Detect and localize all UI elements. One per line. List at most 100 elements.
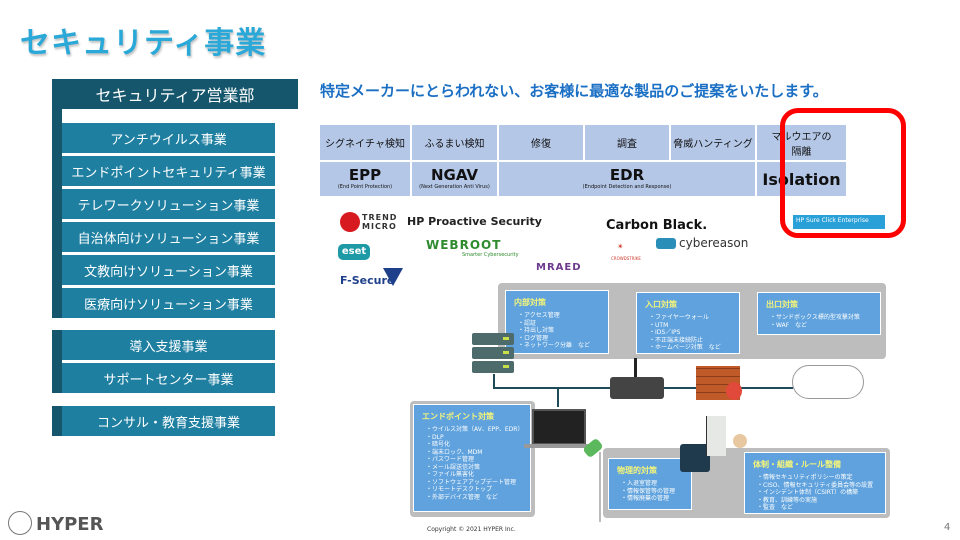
box-item: ホームページ対策 など: [649, 344, 739, 352]
menu-group-bar: [52, 406, 62, 436]
laptop-icon: [532, 409, 586, 445]
menu-item-introduction[interactable]: 導入支援事業: [62, 330, 275, 360]
box-item: DLP: [426, 434, 530, 442]
network-line: [557, 387, 559, 407]
mraed-logo: MRAED: [536, 262, 582, 273]
hp-sure-click-logo: HP Sure Click Enterprise: [793, 215, 885, 229]
menu-item-education[interactable]: 文教向けソリューション事業: [62, 255, 275, 285]
box-item: ウイルス対策（AV、EPP、EDR）: [426, 426, 530, 434]
router-icon: [610, 377, 664, 399]
box-item: ファイヤーウォール: [649, 314, 739, 322]
department-header: セキュリティア営業部: [52, 79, 298, 109]
product-name: NGAV: [430, 166, 479, 184]
box-item: 不正端末接続防止: [649, 337, 739, 345]
governance-box: 体制・組織・ルール整備 情報セキュリティポリシーの策定 CISO、情報セキュリテ…: [744, 452, 886, 514]
box-title: 物理的対策: [617, 466, 657, 475]
box-item: リモートデスクトップ: [426, 486, 530, 494]
menu-group-support: 導入支援事業 サポートセンター事業: [52, 330, 275, 393]
box-title: 入口対策: [645, 300, 677, 309]
webroot-logo: WEBROOT: [426, 238, 502, 252]
entrance-measures-box: 入口対策 ファイヤーウォール UTM IDS／IPS 不正端末接続防止 ホームペ…: [636, 292, 740, 354]
box-item: IDS／IPS: [649, 329, 739, 337]
header-behavior-detection: ふるまい検知: [412, 125, 497, 160]
box-item: 教育、訓練等の実施: [757, 497, 885, 505]
box-item: ソフトウェアアップデート管理: [426, 479, 530, 487]
cloud-icon: [792, 365, 864, 399]
server-icon: [472, 361, 514, 373]
product-edr: EDR (Endpoint Detection and Response): [499, 162, 755, 196]
box-item: 端末ロック、MDM: [426, 449, 530, 457]
box-item: アクセス管理: [518, 312, 608, 320]
trend-micro-icon: [340, 212, 360, 232]
box-item: ネットワーク分離 など: [518, 342, 608, 350]
f-secure-logo: F-Secure: [340, 274, 395, 287]
menu-item-antivirus[interactable]: アンチウイルス事業: [62, 123, 275, 153]
webroot-tagline: Smarter Cybersecurity: [462, 252, 519, 258]
menu-item-municipal[interactable]: 自治体向けソリューション事業: [62, 222, 275, 252]
trend-micro-logo: TREND MICRO: [362, 213, 398, 231]
copyright: Copyright © 2021 HYPER Inc.: [427, 526, 516, 533]
product-sub: (Next Generation Anti Virus): [419, 184, 490, 190]
box-title: 出口対策: [766, 300, 798, 309]
menu-group-solutions: アンチウイルス事業 エンドポイントセキュリティ事業 テレワークソリューション事業…: [52, 109, 275, 318]
box-item: WAF など: [770, 322, 880, 330]
highlight-frame: [780, 108, 906, 238]
menu-item-medical[interactable]: 医療向けソリューション事業: [62, 288, 275, 318]
cybereason-logo: cybereason: [679, 236, 749, 250]
physical-measures-box: 物理的対策 入退室管理 情報保管等の管理 情報廃棄の管理: [608, 458, 692, 510]
menu-group-bar: [52, 330, 62, 393]
box-item: CISO、情報セキュリティ委員会等の設置: [757, 482, 885, 490]
crowdstrike-logo: CROWDSTRIKE: [611, 256, 641, 261]
menu-item-telework[interactable]: テレワークソリューション事業: [62, 189, 275, 219]
crowdstrike-icon: ✴: [617, 242, 624, 251]
exit-measures-box: 出口対策 サンドボックス標的型攻撃対策 WAF など: [757, 292, 881, 335]
box-item: 認証: [518, 320, 608, 328]
header-malware-isolation: マルウエアの隔離: [757, 125, 846, 160]
laptop-base: [524, 444, 596, 448]
hp-proactive-logo: HP Proactive Security: [407, 215, 542, 228]
box-item: 暗号化: [426, 441, 530, 449]
box-item: サンドボックス標的型攻撃対策: [770, 314, 880, 322]
box-item: 情報廃棄の管理: [621, 495, 691, 503]
product-name: EDR: [609, 166, 645, 184]
header-signature-detection: シグネイチャ検知: [320, 125, 410, 160]
box-item: 監査 など: [757, 504, 885, 512]
hyper-logo-icon: [8, 511, 32, 535]
page-number: 4: [944, 522, 951, 533]
safe-icon: [680, 444, 710, 472]
header-investigation: 調査: [585, 125, 669, 160]
box-item: パスワード管理: [426, 456, 530, 464]
box-item: UTM: [649, 322, 739, 330]
menu-group-consulting: コンサル・教育支援事業: [52, 406, 275, 436]
box-item: 情報セキュリティポリシーの策定: [757, 474, 885, 482]
box-item: 外部デバイス管理 など: [426, 494, 530, 502]
box-item: 情報保管等の管理: [621, 488, 691, 496]
box-item: 持出し対策: [518, 327, 608, 335]
menu-group-bar: [52, 109, 62, 318]
box-title: エンドポイント対策: [422, 412, 494, 421]
box-title: 体制・組織・ルール整備: [753, 460, 841, 469]
product-ngav: NGAV (Next Generation Anti Virus): [412, 162, 497, 196]
header-remediation: 修復: [499, 125, 583, 160]
menu-item-consulting[interactable]: コンサル・教育支援事業: [62, 406, 275, 436]
server-icon: [472, 347, 514, 359]
product-sub: (End Point Protection): [337, 184, 393, 190]
menu-item-support-center[interactable]: サポートセンター事業: [62, 363, 275, 393]
box-item: インシデント体制（CSIRT）の構築: [757, 489, 885, 497]
menu-item-endpoint[interactable]: エンドポイントセキュリティ事業: [62, 156, 275, 186]
router-antenna: [634, 358, 637, 378]
cybereason-icon: [656, 238, 676, 249]
header-threat-hunting: 脅威ハンティング: [671, 125, 755, 160]
page-title: セキュリティ事業: [20, 26, 267, 61]
endpoint-measures-box: エンドポイント対策 ウイルス対策（AV、EPP、EDR） DLP 暗号化 端末ロ…: [413, 404, 531, 512]
network-line: [599, 452, 601, 522]
box-item: メール誤送信対策: [426, 464, 530, 472]
server-icon: [472, 333, 514, 345]
product-name: EPP: [348, 166, 382, 184]
network-line: [493, 374, 495, 388]
box-item: 入退室管理: [621, 480, 691, 488]
fire-icon: [726, 382, 742, 400]
company-logo: HYPER: [36, 514, 104, 535]
carbon-black-logo: Carbon Black.: [606, 218, 708, 233]
product-epp: EPP (End Point Protection): [320, 162, 410, 196]
